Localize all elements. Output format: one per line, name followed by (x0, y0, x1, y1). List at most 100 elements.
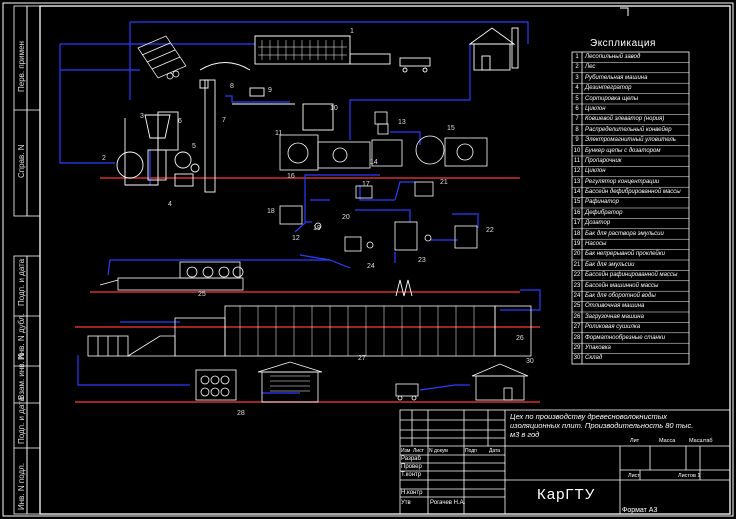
equipment-number: 13 (398, 119, 406, 126)
legend-row-number: 17 (573, 220, 581, 227)
legend-row-number: 1 (575, 54, 579, 60)
sheet-label: Лист (628, 473, 640, 479)
chipper-machine (116, 111, 200, 187)
legend-row: 14 Бассейн дефибрированной массы (572, 187, 689, 197)
equipment-number: 25 (198, 291, 206, 298)
legend-row-number: 7 (575, 116, 579, 123)
equipment-number: 10 (330, 105, 338, 112)
left-stamp-columns (13, 5, 41, 515)
legend-row: 27 Роликовая сушилка (572, 322, 689, 332)
equipment-number: 6 (178, 118, 182, 125)
sawmill-building (199, 35, 431, 73)
legend-row-number: 21 (573, 261, 581, 268)
legend-title: Экспликация (590, 38, 656, 49)
legend-row-number: 26 (573, 313, 581, 320)
legend-row-text: Пропарочник (585, 157, 622, 164)
forklift (395, 383, 419, 401)
lit-label: Лит (630, 438, 640, 444)
legend-row-number: 13 (573, 178, 581, 185)
concentration-tanks (279, 181, 478, 252)
author-name: Рогачев Н.А. (430, 500, 466, 506)
legend-row-text: Рубительная машина (585, 74, 648, 81)
equipment-number: 15 (447, 125, 455, 132)
role-tkontr: Т.контр (401, 472, 422, 478)
drawing-title-line-2: изоляционных плит. Производительность 80… (510, 421, 694, 430)
legend-row-number: 10 (573, 147, 581, 154)
equipment-number: 27 (358, 355, 366, 362)
stamp-podp-data-2: Подп. и дата (17, 396, 26, 444)
legend-row-number: 20 (573, 251, 581, 258)
warehouse-30 (471, 363, 529, 401)
masshtab-label: Масштаб (689, 438, 713, 444)
legend-row-number: 14 (573, 189, 581, 196)
legend-row-number: 2 (575, 64, 579, 71)
lift-symbol (395, 279, 413, 297)
role-razrab: Разраб (401, 456, 421, 462)
legend-row-number: 9 (575, 137, 579, 144)
organization: КарГТУ (537, 486, 596, 503)
legend-row-number: 8 (575, 126, 579, 133)
legend-row-number: 6 (575, 105, 579, 112)
equipment-number: 19 (313, 225, 321, 232)
massa-label: Масса (659, 438, 676, 444)
legend-row: 8 Распределительный конвейер (572, 125, 689, 135)
stamp-sprav: Справ. N (17, 144, 26, 178)
legend-row-number: 5 (575, 95, 579, 102)
legend-row-text: Ковшевой элеватор (нория) (585, 116, 665, 123)
legend-row-text: Бассейн рафинированной массы (585, 272, 678, 279)
legend-row-number: 4 (575, 85, 579, 92)
col-list: Лист (413, 448, 424, 454)
legend-row-text: Роликовая сушилка (585, 324, 641, 331)
defibrator-group (279, 134, 403, 171)
packing-shed (257, 361, 323, 403)
stamp-inv-podl: Инв. N подл. (17, 462, 26, 510)
legend-row-text: Бункер щепы с дозатором (585, 147, 661, 154)
role-nkontr: Н.контр (401, 490, 423, 496)
legend-row-number: 23 (573, 282, 581, 289)
paper-format: Формат А3 (622, 507, 658, 514)
legend-row-text: Насосы (585, 241, 607, 248)
conveyor-8 (232, 87, 295, 105)
equipment-number: 18 (267, 208, 275, 215)
equipment-number: 26 (516, 335, 524, 342)
col-podp: Подп (465, 448, 477, 454)
legend-row-text: Загрузочная машина (585, 313, 644, 320)
legend-row-number: 25 (573, 303, 581, 310)
col-data: Дата (489, 448, 501, 454)
equipment-number: 24 (367, 263, 375, 270)
legend-row: 26 Загрузочная машина (572, 312, 689, 322)
legend-row: 25 Отливочная машина (572, 301, 689, 311)
legend-row-text: Бассейн дефибрированной массы (585, 189, 681, 196)
legend-row-number: 12 (573, 168, 581, 175)
legend-row-text: Отливочная машина (585, 303, 645, 310)
equipment-number: 4 (168, 201, 172, 208)
bucket-elevator (199, 79, 216, 193)
legend-row-number: 18 (573, 230, 581, 237)
equipment-number: 8 (230, 83, 234, 90)
equipment-number: 5 (192, 143, 196, 150)
legend-row-text: Рафинатор (585, 199, 619, 206)
equipment-number: 17 (362, 181, 370, 188)
legend-row-text: Распределительный конвейер (585, 126, 672, 133)
role-utv: Утв (401, 500, 411, 506)
legend-row-number: 27 (573, 324, 581, 331)
equipment-number: 30 (526, 358, 534, 365)
refiner-group (415, 135, 488, 167)
